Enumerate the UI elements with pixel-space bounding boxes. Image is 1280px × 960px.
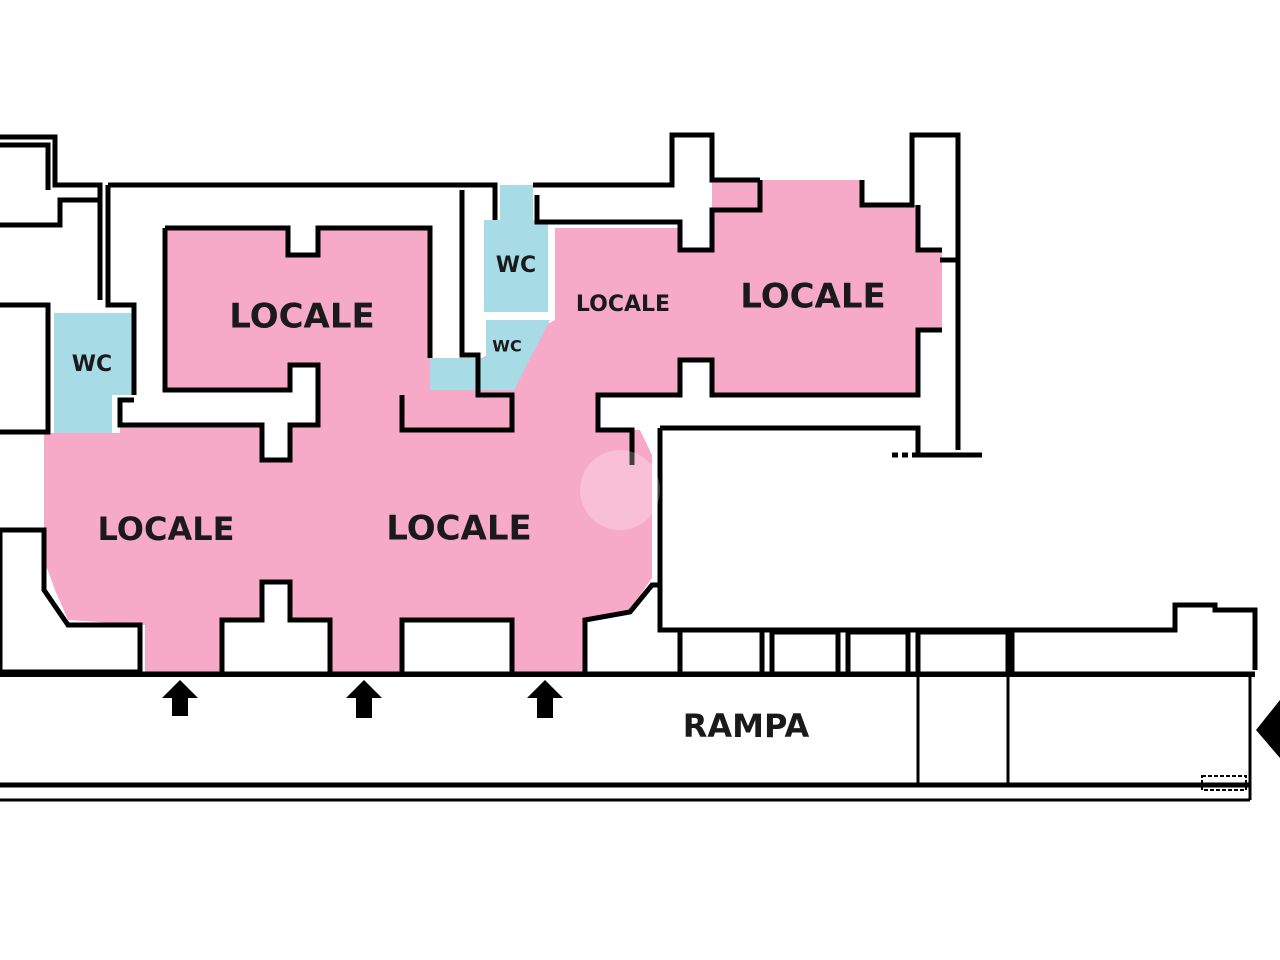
- wall-courtyard-left: [657, 428, 1258, 670]
- wall-corridor-top: [108, 182, 498, 220]
- wall-right-pillar: [859, 132, 961, 450]
- wall-front-3: [582, 582, 660, 672]
- wall-front-2: [399, 617, 515, 672]
- wall-right-lower: [595, 327, 942, 465]
- wall-corridor-left: [105, 185, 137, 395]
- wall-courtyard: [660, 425, 982, 458]
- wall-inner-block-bottom: [117, 228, 321, 463]
- label-wc-left: WC: [72, 352, 112, 377]
- label-locale-bottom-left: LOCALE: [98, 510, 235, 548]
- locale-areas: [44, 180, 942, 672]
- walls: [0, 132, 1258, 802]
- arrow-up-icon: [527, 680, 563, 718]
- wc-left-area: [54, 313, 134, 433]
- label-wc-top: WC: [496, 253, 536, 278]
- drain-detail: [1201, 775, 1247, 791]
- entrance-arrows: [162, 680, 563, 718]
- wc-areas: [54, 185, 550, 433]
- label-locale-top-left: LOCALE: [229, 297, 375, 337]
- locale-main-area: [44, 180, 942, 672]
- room-labels: LOCALE LOCALE LOCALE LOCALE LOCALE WC WC…: [72, 253, 886, 745]
- wall-left-block-mid: [0, 302, 51, 435]
- wall-front-1: [219, 579, 333, 672]
- arrow-up-icon: [162, 680, 198, 716]
- label-locale-top-right-large: LOCALE: [740, 277, 886, 317]
- wall-upper-right-inner: [534, 180, 763, 253]
- arrow-left-icon: [1256, 700, 1280, 758]
- wall-upper-right-top: [533, 132, 760, 188]
- wc-small-area: [430, 320, 550, 390]
- label-wc-small: WC: [492, 337, 521, 356]
- label-locale-top-right-small: LOCALE: [576, 292, 670, 317]
- label-rampa: RAMPA: [683, 707, 810, 745]
- wall-inner-block: [165, 225, 433, 358]
- watermark: [580, 450, 660, 530]
- wall-right-inner: [915, 205, 942, 253]
- wall-front-shops: [677, 629, 1015, 672]
- label-locale-bottom-center: LOCALE: [386, 509, 532, 549]
- arrow-up-icon: [346, 680, 382, 718]
- wall-corridor-right: [399, 190, 515, 433]
- wc-top-area: [484, 185, 548, 312]
- wall-left-pillar: [0, 142, 51, 190]
